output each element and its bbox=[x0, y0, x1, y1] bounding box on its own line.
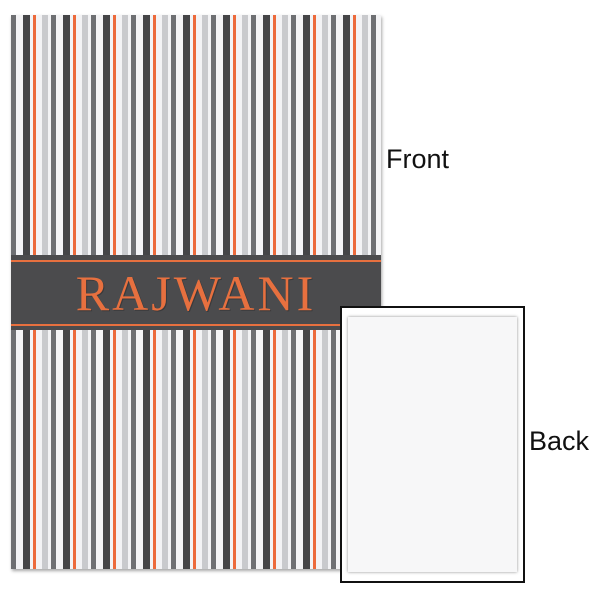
back-label: Back bbox=[529, 426, 590, 456]
banner-name-text: RAJWANI bbox=[75, 265, 317, 321]
banner-bottom-rule bbox=[11, 324, 381, 326]
front-label: Front bbox=[386, 144, 450, 174]
banner-top-rule bbox=[11, 260, 381, 262]
back-card-surface bbox=[348, 317, 517, 572]
name-banner: RAJWANI bbox=[11, 255, 381, 330]
back-card-preview bbox=[340, 306, 525, 583]
front-card-preview: RAJWANI bbox=[11, 15, 381, 569]
